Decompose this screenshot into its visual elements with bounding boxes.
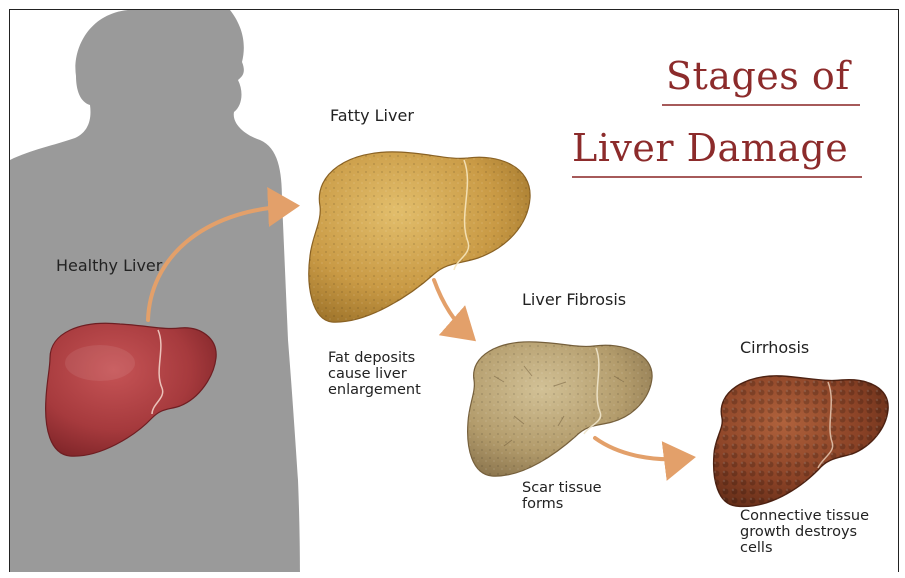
title-underline-1 (662, 104, 860, 106)
stage-caption-cirrhosis: Connective tissue growth destroys cells (740, 508, 869, 556)
stage-label-fatty: Fatty Liver (330, 106, 414, 125)
arrow-fibrosis-to-cirrhosis (595, 438, 688, 459)
title-line-1: Stages of (666, 54, 850, 98)
human-silhouette (10, 10, 300, 572)
diagram-frame: Stages of Liver Damage Healthy Liver Fat… (9, 9, 899, 572)
stage-label-healthy: Healthy Liver (56, 256, 162, 275)
stage-caption-fatty: Fat deposits cause liver enlargement (328, 350, 421, 398)
fatty-liver-image (309, 152, 530, 322)
stage-label-fibrosis: Liver Fibrosis (522, 290, 626, 309)
title-line-2: Liver Damage (572, 126, 848, 170)
stage-label-cirrhosis: Cirrhosis (740, 338, 809, 357)
cirrhosis-liver-image (714, 376, 888, 507)
stage-caption-fibrosis: Scar tissue forms (522, 480, 602, 512)
title-underline-2 (572, 176, 862, 178)
fibrosis-liver-image (468, 342, 652, 476)
arrow-fatty-to-fibrosis (434, 280, 470, 336)
